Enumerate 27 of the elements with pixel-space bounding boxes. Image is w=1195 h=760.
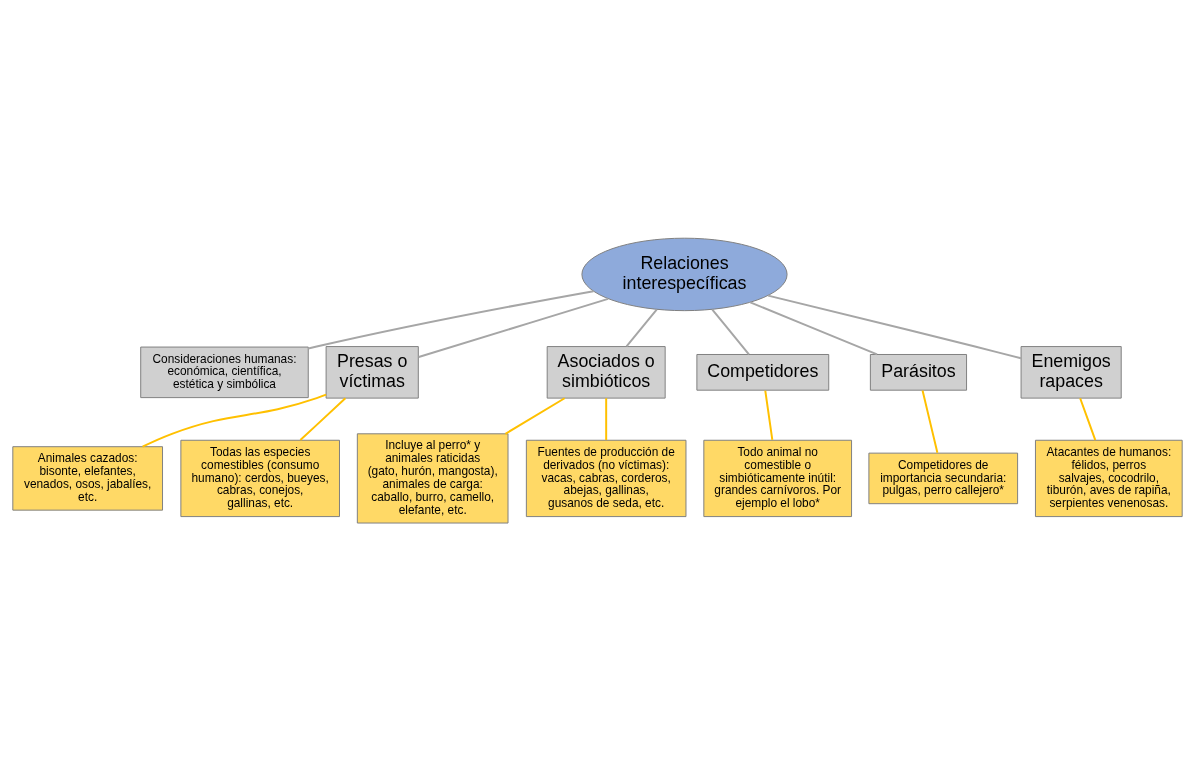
connector — [749, 300, 879, 355]
node-box: Animales cazados: bisonte, elefantes, venados, osos, jabalíes, etc. — [12, 445, 163, 511]
node-box: Enemigos rapaces — [1020, 345, 1122, 399]
node-box: Todo animal no comestible o simbióticamente inútil: grandes carnívoros. Por ejemplo el lobo* — [703, 439, 853, 517]
node-box: Parásitos — [869, 353, 968, 391]
connector — [299, 396, 347, 441]
connector — [711, 308, 750, 355]
connector — [141, 393, 328, 448]
connector — [921, 389, 939, 454]
node-box: Competidores — [696, 353, 830, 391]
node-box: Consideraciones humanas: económica, científica, estética y simbólica — [140, 346, 309, 398]
connector — [1079, 396, 1097, 441]
node-box: Incluye al perro* y animales raticidas (gato, hurón, mangosta), animales de carga: caballo, burro, camello, elefante, etc. — [356, 432, 509, 524]
node-box: Presas o víctimas — [325, 345, 419, 399]
connector — [307, 289, 595, 350]
node-box: Atacantes de humanos: félidos, perros salvajes, cocodrilo, tiburón, aves de rapiña, serpientes venenosas. — [1034, 439, 1183, 517]
connector — [605, 396, 608, 441]
node-box: Competidores de importancia secundaria: pulgas, perro callejero* — [868, 452, 1019, 504]
connector — [504, 396, 566, 435]
connector — [625, 308, 658, 347]
node-box: Todas las especies comestibles (consumo humano): cerdos, bueyes, cabras, conejos, gallinas, etc. — [180, 439, 340, 517]
node-box: Asociados o simbióticos — [546, 345, 666, 399]
connector — [764, 389, 774, 441]
connector — [767, 294, 1022, 359]
node-ellipse: Relaciones interespecíficas — [581, 237, 788, 311]
node-box: Fuentes de producción de derivados (no víctimas): vacas, cabras, corderos, abejas, gallinas, gusanos de seda, etc. — [525, 439, 687, 517]
connector — [417, 297, 610, 358]
